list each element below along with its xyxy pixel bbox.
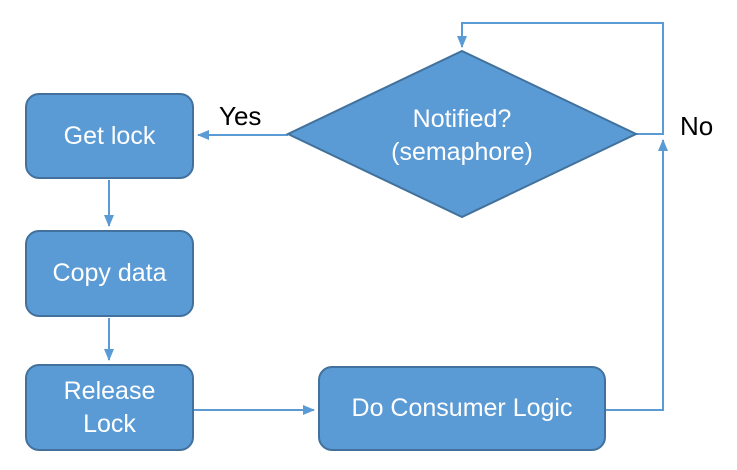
decision-notified-label: Notified? (semaphore) xyxy=(312,103,612,168)
decision-notified-line1: Notified? xyxy=(412,105,512,133)
edge-label-yes: Yes xyxy=(219,101,262,131)
decision-notified-line2: (semaphore) xyxy=(391,137,533,166)
process-box-get-lock: Get lock xyxy=(25,93,194,179)
process-box-copy-data: Copy data xyxy=(25,230,194,317)
process-box-release-lock-line1: Release xyxy=(63,377,156,405)
decision-diamond-notified xyxy=(285,49,639,219)
process-box-do-consumer-logic-label: Do Consumer Logic xyxy=(351,394,573,423)
connector-no-loop xyxy=(457,22,664,135)
process-box-do-consumer-logic: Do Consumer Logic xyxy=(318,366,606,451)
process-box-get-lock-label: Get lock xyxy=(63,121,156,150)
process-box-release-lock: Release Lock xyxy=(25,364,194,451)
edge-label-no: No xyxy=(680,111,714,141)
connector-consumer-return xyxy=(606,139,668,411)
process-box-release-lock-line2: Lock xyxy=(83,409,136,438)
process-box-copy-data-label: Copy data xyxy=(52,259,167,288)
